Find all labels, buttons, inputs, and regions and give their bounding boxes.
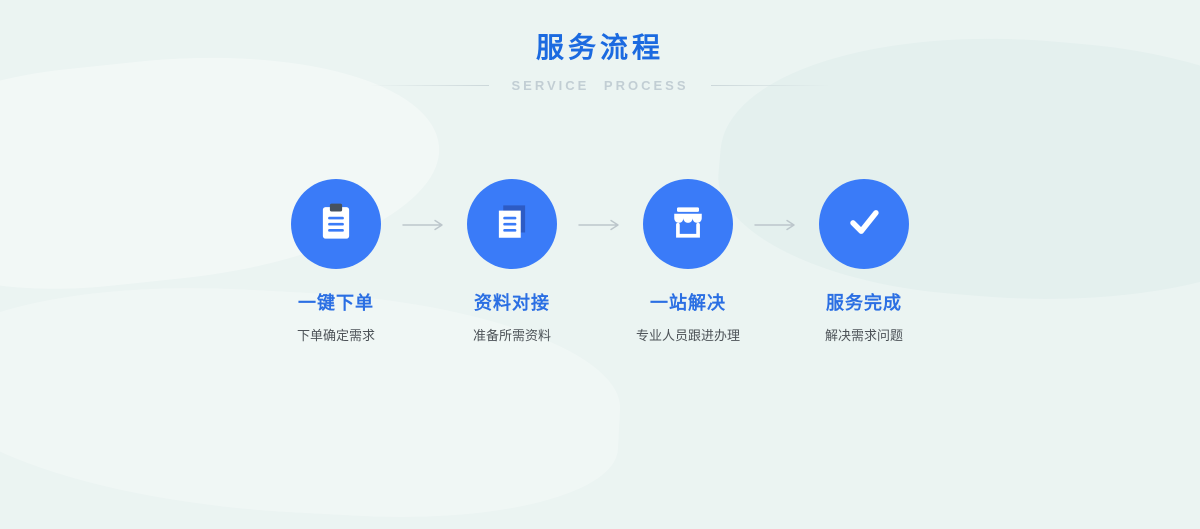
checkmark-icon bbox=[842, 200, 886, 249]
step-desc: 解决需求问题 bbox=[824, 328, 903, 343]
arrow-right-icon bbox=[754, 219, 798, 231]
step-desc: 下单确定需求 bbox=[296, 328, 375, 343]
step-4-circle bbox=[819, 179, 909, 269]
step-1-circle bbox=[291, 179, 381, 269]
step-desc: 专业人员跟进办理 bbox=[635, 328, 740, 343]
steps-row: 一键下单 下单确定需求 资料对接 bbox=[0, 179, 1200, 344]
section-title: 服务流程 bbox=[535, 32, 664, 63]
section-subtitle: SERVICE PROCESS bbox=[511, 78, 689, 93]
documents-icon bbox=[491, 201, 533, 248]
step-4: 服务完成 解决需求问题 bbox=[798, 179, 930, 344]
arrow-right-icon bbox=[578, 219, 622, 231]
section-header: 服务流程 SERVICE PROCESS bbox=[0, 0, 1200, 93]
arrow-right-icon bbox=[402, 219, 446, 231]
step-label: 服务完成 bbox=[826, 293, 902, 313]
step-label: 资料对接 bbox=[474, 293, 550, 313]
step-1: 一键下单 下单确定需求 bbox=[270, 179, 402, 344]
step-2-circle bbox=[467, 179, 557, 269]
step-3-circle bbox=[643, 179, 733, 269]
section-subtitle-row: SERVICE PROCESS bbox=[0, 78, 1200, 93]
divider-line-right bbox=[710, 85, 831, 86]
storefront-icon bbox=[666, 200, 710, 249]
service-process-section: 服务流程 SERVICE PROCESS 一键下单 bbox=[0, 0, 1200, 344]
step-label: 一键下单 bbox=[298, 293, 374, 313]
step-desc: 准备所需资料 bbox=[472, 328, 551, 343]
step-3: 一站解决 专业人员跟进办理 bbox=[622, 179, 754, 344]
step-label: 一站解决 bbox=[650, 293, 726, 313]
step-2: 资料对接 准备所需资料 bbox=[446, 179, 578, 344]
clipboard-icon bbox=[315, 201, 357, 248]
divider-line-left bbox=[369, 85, 490, 86]
